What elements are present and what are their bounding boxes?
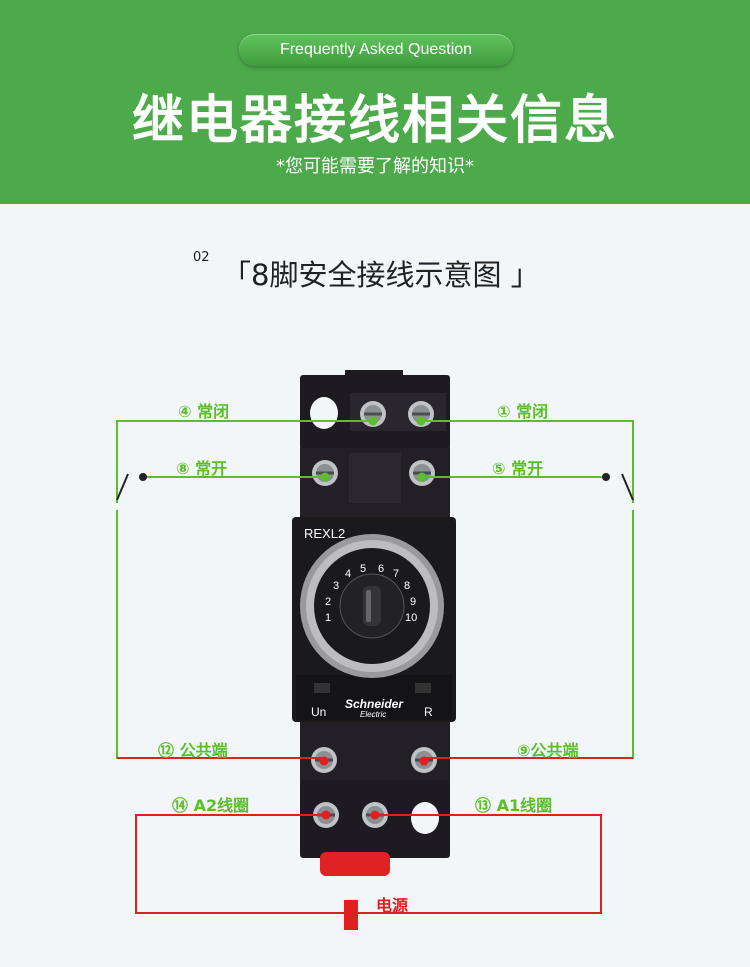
green-dots (320, 416, 427, 482)
label-coil-a1: ⑬ A1线圈 (475, 796, 553, 815)
header-banner: Frequently Asked Question 继电器接线相关信息 *您可能… (0, 0, 750, 204)
un-label: Un (311, 705, 327, 719)
dial-5: 5 (360, 563, 367, 575)
label-nc-1: ① 常闭 (497, 402, 549, 421)
red-dots (319, 756, 429, 820)
brand-label: Schneider (345, 697, 404, 711)
label-common-9: ⑨公共端 (517, 741, 579, 760)
section-title: 「8脚安全接线示意图 」 (222, 258, 540, 292)
dial-4: 4 (345, 568, 352, 580)
label-common-12: ⑫ 公共端 (158, 741, 228, 760)
power-source-symbol (344, 900, 358, 930)
relay-base-top (300, 370, 450, 518)
timer-module (292, 517, 456, 722)
page-title: 继电器接线相关信息 (131, 91, 618, 151)
red-wires (117, 757, 633, 914)
dial-6: 6 (378, 563, 385, 575)
label-power: 电源 (376, 896, 409, 915)
faq-pill: Frequently Asked Question (239, 34, 513, 66)
label-no-8: ⑧ 常开 (176, 459, 228, 478)
brand-sub-label: Electric (360, 710, 387, 719)
dial-1: 1 (325, 612, 332, 624)
dial-7: 7 (393, 568, 400, 580)
model-label: REXL2 (304, 526, 346, 541)
relay-base-bottom (300, 722, 450, 876)
dial-9: 9 (410, 596, 417, 608)
section-number: 02 (193, 250, 210, 265)
label-no-5: ⑤ 常开 (492, 459, 544, 478)
dial-8: 8 (404, 580, 411, 592)
page-subtitle: *您可能需要了解的知识* (276, 156, 474, 177)
label-nc-4: ④ 常闭 (178, 402, 230, 421)
r-label: R (424, 705, 433, 719)
dial-2: 2 (325, 596, 332, 608)
label-coil-a2: ⑭ A2线圈 (172, 796, 250, 815)
dial-10: 10 (405, 612, 418, 624)
dial-3: 3 (333, 580, 340, 592)
